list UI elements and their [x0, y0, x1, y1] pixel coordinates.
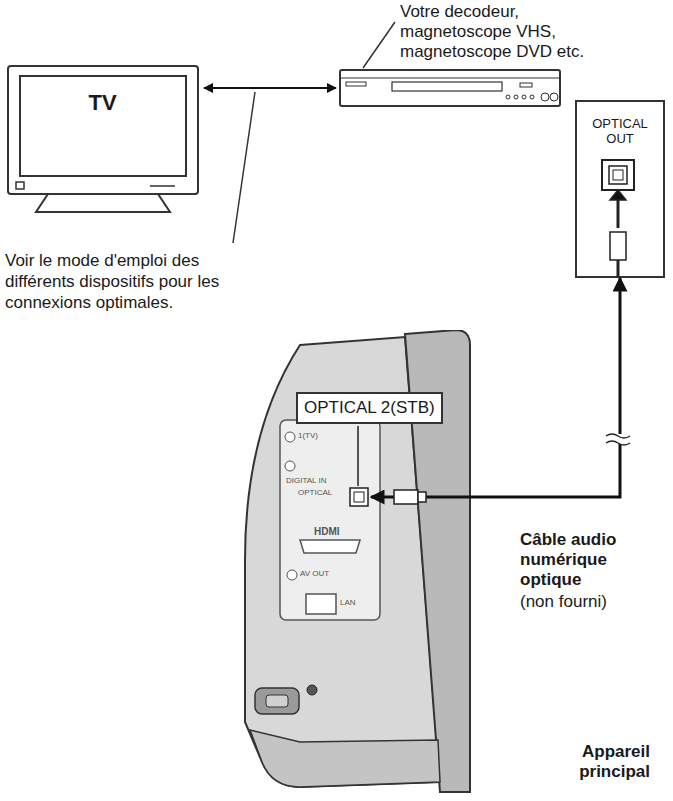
- node-label: Votre decodeur, magnetoscope VHS, magnet…: [400, 2, 605, 62]
- inset-box: OPTICAL OUT: [575, 100, 665, 278]
- device-drawing: [340, 70, 560, 106]
- label-text: OPTICAL: [298, 488, 332, 497]
- label-text: 1(TV): [298, 431, 318, 440]
- node-label: OPTICAL OUT: [577, 116, 663, 146]
- device-box: Votre decodeur, magnetoscope VHS, magnet…: [340, 68, 560, 108]
- node-label: TV: [5, 90, 200, 116]
- label-text: Câble audio numérique optique: [520, 530, 640, 590]
- tv-box: TV: [5, 64, 200, 214]
- leader-line: [363, 22, 395, 68]
- main-unit: Appareil principalOPTICAL 2(STB): [225, 330, 475, 800]
- node-label: Appareil principal: [525, 742, 650, 782]
- cable-break: [606, 434, 630, 445]
- label-text: HDMI: [314, 526, 340, 537]
- label-text: LAN: [340, 598, 356, 607]
- label-text: Voir le mode d'emploi des différents dis…: [5, 250, 240, 313]
- port-label-box: OPTICAL 2(STB): [296, 392, 443, 424]
- tv-drawing: [8, 66, 198, 212]
- label-text: AV OUT: [300, 569, 329, 578]
- label-text: (non fourni): [520, 592, 660, 612]
- leader-line: [233, 92, 255, 243]
- connection-arrow: [204, 87, 336, 89]
- node-label: OPTICAL 2(STB): [298, 394, 441, 422]
- label-text: DIGITAL IN: [286, 476, 326, 485]
